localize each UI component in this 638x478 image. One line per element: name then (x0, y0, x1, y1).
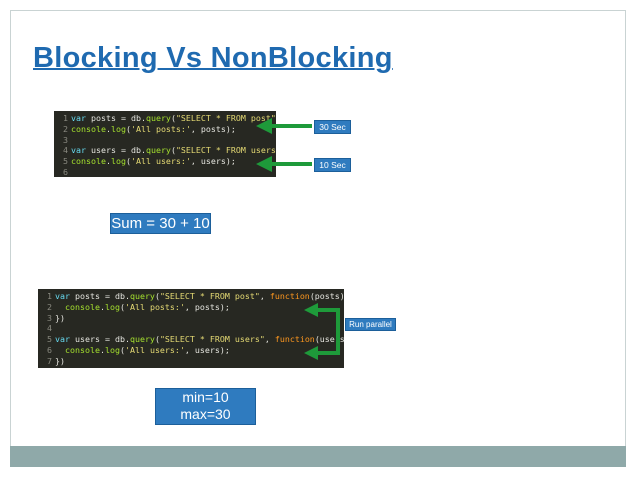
code-token: users = db. (70, 334, 130, 345)
code-token: . (105, 156, 111, 167)
code-token: query (145, 113, 171, 123)
slide-footer-bar (10, 446, 626, 467)
code-token: }) (55, 312, 65, 323)
code-token: console (65, 301, 100, 312)
code-token: var (55, 291, 70, 301)
users-time-label: 10 Sec (314, 158, 351, 172)
slide-frame (10, 10, 626, 466)
line-number: 1 (63, 113, 68, 123)
line-number: 5 (47, 334, 52, 345)
posts-time-label: 30 Sec (314, 120, 351, 134)
code-token: , posts); (184, 301, 230, 312)
line-number: 3 (63, 134, 68, 145)
code-token: , (259, 291, 270, 301)
sum-label: Sum = 30 + 10 (110, 213, 211, 234)
code-token (55, 302, 65, 312)
code-token: query (129, 291, 155, 301)
run-parallel-label: Run parallel (345, 318, 396, 331)
code-token: log (110, 156, 126, 167)
code-token: "SELECT * FROM post" (159, 291, 260, 301)
code-token: , users); (190, 156, 236, 167)
line-number: 4 (63, 145, 68, 156)
code-token: var (55, 334, 70, 345)
code-token: (posts) { (309, 291, 344, 301)
slide-title: Blocking Vs NonBlocking (33, 42, 393, 74)
code-token: ( (119, 301, 125, 312)
code-token: (users) (314, 334, 344, 345)
code-line: 7}) (38, 356, 344, 367)
line-number: 6 (47, 344, 52, 355)
code-token: , users); (184, 344, 230, 355)
code-token: function (269, 291, 310, 301)
code-token: . (99, 301, 105, 312)
code-token: . (99, 344, 105, 355)
code-token: ( (170, 113, 176, 123)
code-token: ( (170, 145, 176, 156)
max-value: max=30 (180, 406, 231, 422)
code-token: "SELECT * FROM users" (175, 145, 276, 156)
code-token: 'All users:' (130, 156, 191, 167)
code-token: posts = db. (70, 291, 130, 301)
line-number: 1 (47, 291, 52, 301)
code-token: query (145, 145, 171, 156)
code-token: ( (154, 334, 160, 345)
code-token: posts = db. (86, 113, 146, 123)
code-token: function (274, 334, 315, 345)
line-number: 3 (47, 312, 52, 323)
code-line: 2 console.log('All posts:', posts); (38, 302, 344, 313)
code-line: 6 (54, 167, 276, 177)
line-number: 4 (47, 323, 52, 334)
code-token: console (71, 156, 106, 167)
code-token: ( (125, 156, 131, 167)
code-line: 3 (54, 135, 276, 146)
code-token: var (71, 113, 86, 123)
code-token: "SELECT * FROM post" (175, 113, 276, 123)
code-line: 3}) (38, 313, 344, 324)
line-number: 6 (63, 166, 68, 177)
min-value: min=10 (182, 389, 229, 405)
code-line: 4 (38, 323, 344, 334)
line-number: 7 (47, 355, 52, 366)
code-token: 'All users:' (124, 344, 185, 355)
code-token: "SELECT * FROM users" (159, 334, 265, 345)
code-token: log (104, 344, 120, 355)
code-line: 6 console.log('All users:', users); (38, 345, 344, 356)
line-number: 5 (63, 156, 68, 167)
code-token: log (110, 123, 126, 134)
code-token: 'All posts:' (130, 123, 191, 134)
code-token: ( (125, 123, 131, 134)
code-token: users = db. (86, 145, 146, 156)
code-token: log (104, 301, 120, 312)
code-token: 'All posts:' (124, 301, 185, 312)
line-number: 2 (63, 123, 68, 134)
code-token (55, 345, 65, 355)
code-token: ( (119, 344, 125, 355)
code-token: console (71, 123, 106, 134)
code-token: console (65, 344, 100, 355)
min-max-label: min=10 max=30 (155, 388, 256, 425)
code-token: , (264, 334, 275, 345)
line-number: 2 (47, 301, 52, 312)
code-token: , posts); (190, 123, 236, 134)
code-token: ( (154, 291, 160, 301)
code-token: }) (55, 355, 65, 366)
code-token: query (129, 334, 155, 345)
code-token: var (71, 145, 86, 156)
code-token: . (105, 123, 111, 134)
